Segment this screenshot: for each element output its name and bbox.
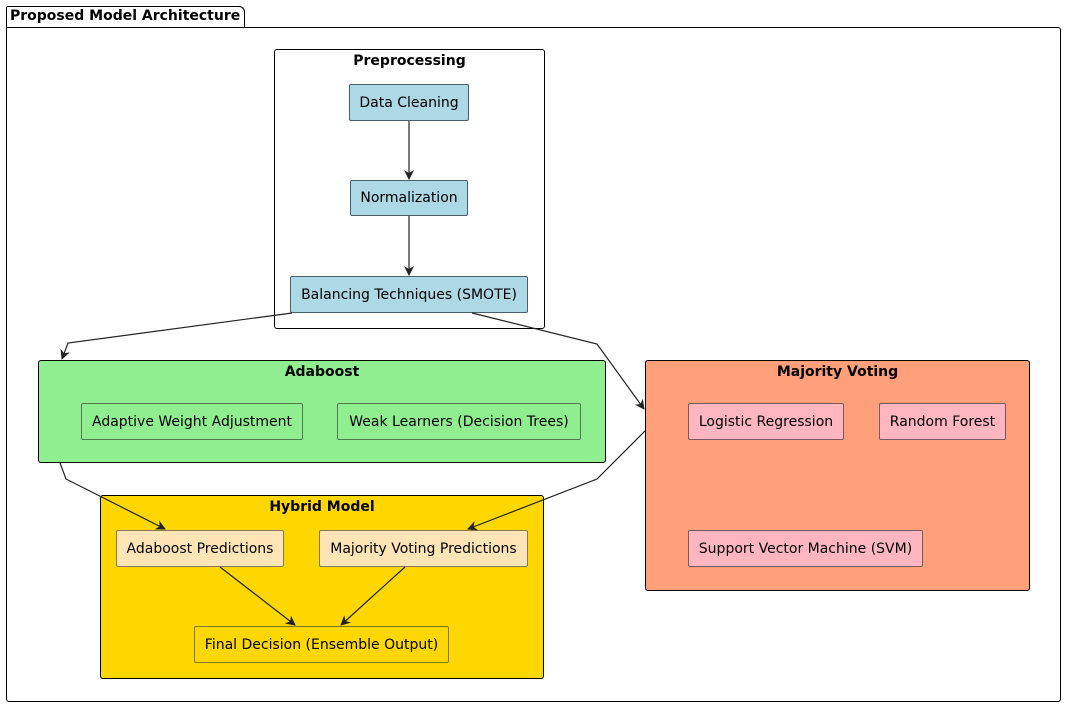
preprocessing-title: Preprocessing	[353, 53, 466, 69]
package-title: Proposed Model Architecture	[10, 8, 241, 24]
majority-voting-predictions-node[interactable]: Majority Voting Predictions	[319, 530, 528, 567]
final-decision-node[interactable]: Final Decision (Ensemble Output)	[194, 626, 449, 663]
adaboost-predictions-node[interactable]: Adaboost Predictions	[116, 530, 284, 567]
weak-learners-node[interactable]: Weak Learners (Decision Trees)	[337, 403, 581, 440]
svm-node[interactable]: Support Vector Machine (SVM)	[688, 530, 923, 567]
logistic-regression-node[interactable]: Logistic Regression	[688, 403, 844, 440]
package-tab	[6, 6, 245, 28]
package-frame	[6, 27, 1061, 702]
majority-voting-title: Majority Voting	[776, 364, 899, 380]
normalization-node[interactable]: Normalization	[350, 180, 468, 216]
balancing-node[interactable]: Balancing Techniques (SMOTE)	[290, 276, 528, 313]
adaboost-title: Adaboost	[284, 364, 360, 380]
data-cleaning-node[interactable]: Data Cleaning	[349, 84, 469, 121]
adaptive-weight-node[interactable]: Adaptive Weight Adjustment	[81, 403, 303, 440]
hybrid-model-title: Hybrid Model	[269, 499, 375, 515]
random-forest-node[interactable]: Random Forest	[879, 403, 1006, 440]
